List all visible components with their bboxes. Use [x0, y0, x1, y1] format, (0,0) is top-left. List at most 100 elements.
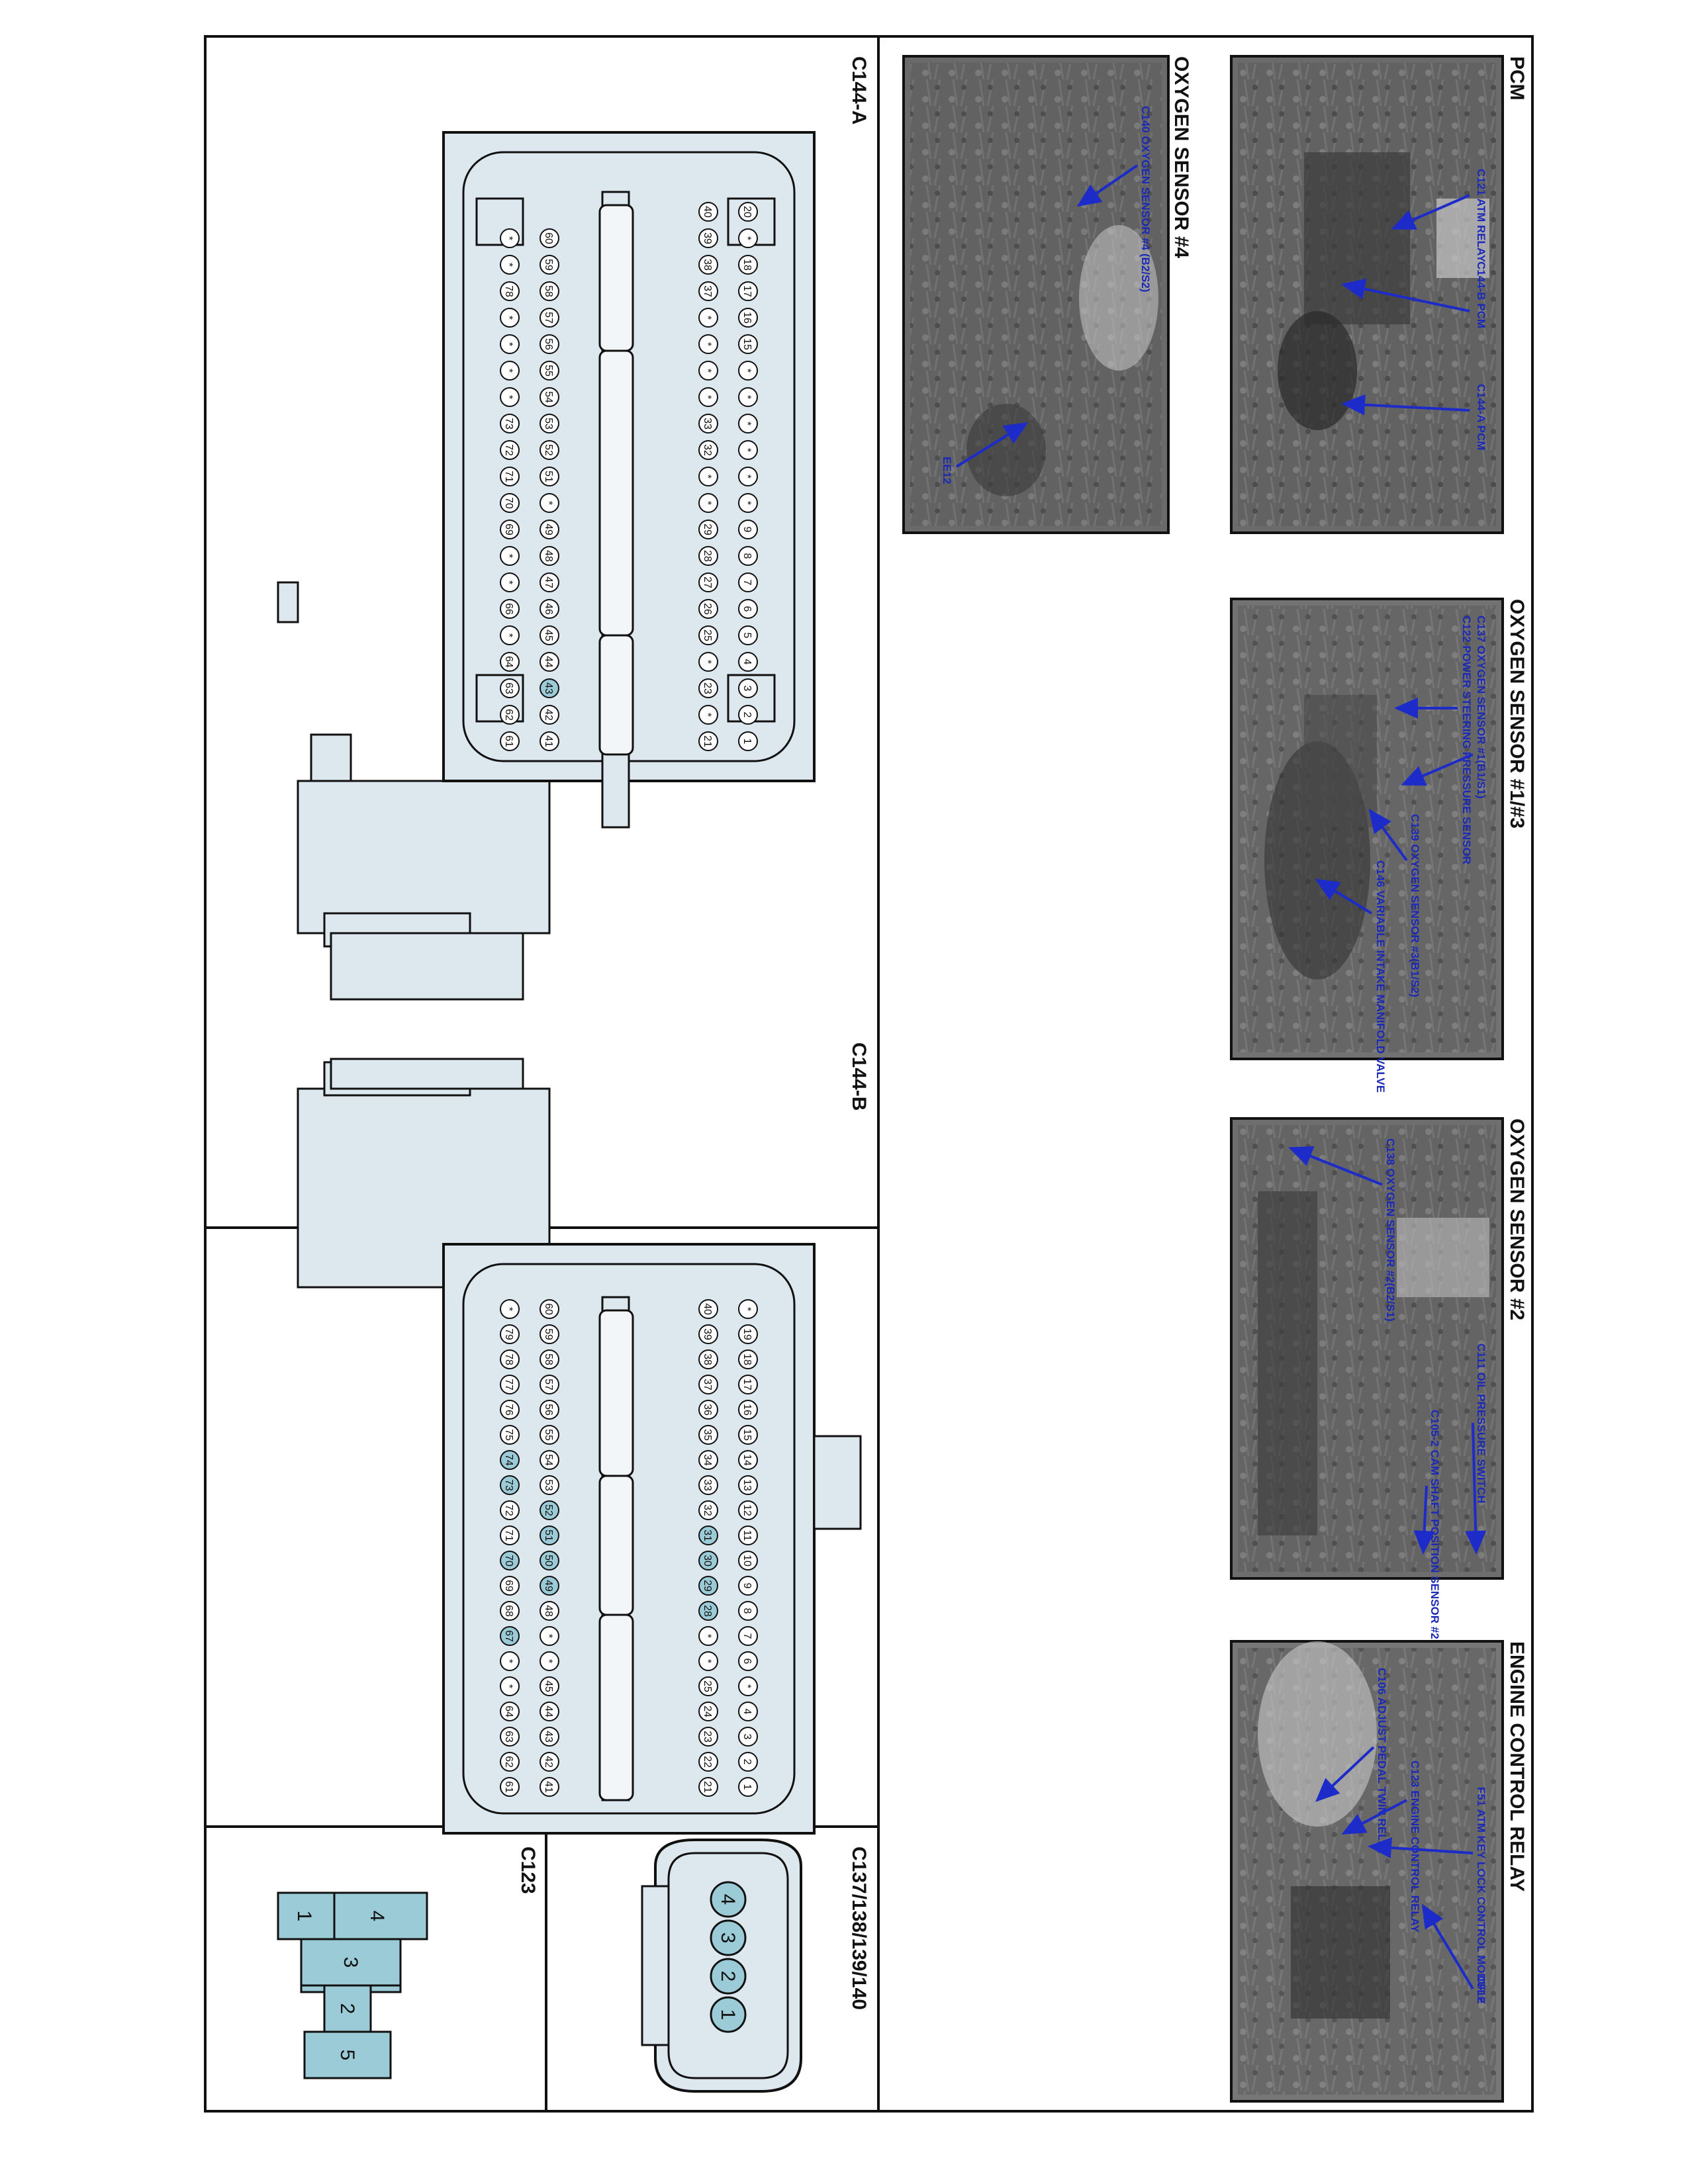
c144b-pin-0-17	[738, 1727, 758, 1747]
page-frame	[204, 35, 1534, 2113]
c144b-pin-label-2-9: 51	[543, 1529, 554, 1541]
connector-c144a: C144-A 20*18171615******9876543214039383…	[277, 56, 870, 1001]
c144b-pin-label-1-8: 32	[702, 1504, 713, 1516]
arrow-c105-2	[1413, 1485, 1435, 1555]
c144b-pin-label-1-18: 22	[702, 1756, 713, 1768]
callout-c146: C146 VARIABLE INTAKE MANIFOLD VALVE	[1374, 860, 1387, 1093]
c144a-pin-label-0-10: *	[741, 475, 753, 478]
c144a-pin-2-16	[539, 652, 559, 672]
c144b-pin-2-7	[539, 1475, 559, 1495]
c144a-pin-3-0	[500, 228, 520, 248]
c144b-pin-0-13	[738, 1626, 758, 1646]
c144a-pin-0-20	[738, 731, 758, 751]
c144b-pin-label-1-17: 23	[702, 1731, 713, 1743]
c144a-pin-label-3-3: *	[503, 316, 514, 320]
photo-panel-engine-control-relay: ENGINE CONTROL RELAY F51 ATM KEY LOCK CO…	[1230, 1640, 1528, 2103]
c144b-pin-label-0-11: 9	[741, 1583, 753, 1589]
c144a-pin-label-1-12: 29	[702, 523, 713, 535]
c144b-pin-3-17	[500, 1727, 520, 1747]
arrow-c121	[1391, 194, 1470, 230]
c144b-pin-label-0-5: 15	[741, 1429, 753, 1441]
c144b-pin-label-0-4: 16	[741, 1404, 753, 1416]
c144a-pin-2-14	[539, 599, 559, 619]
c144b-pin-label-0-0: *	[741, 1307, 753, 1311]
photo-panel-oxygen-sensor-2: OXYGEN SENSOR #2 C138 OXYGEN SENSOR #2(B…	[1230, 1117, 1528, 1639]
c144b-pin-0-0	[738, 1299, 758, 1319]
c144a-pin-label-2-15: 45	[543, 629, 554, 641]
arrow-c106	[1315, 1746, 1375, 1802]
c144b-pin-1-7	[698, 1475, 718, 1495]
c144a-pin-1-6	[698, 361, 718, 381]
c123-pin-2: 2	[336, 2003, 358, 2015]
c144b-pin-0-3	[738, 1375, 758, 1394]
c144a-pin-0-3	[738, 281, 758, 301]
c144a-pin-label-2-5: 55	[543, 365, 554, 377]
c144b-pin-1-12	[698, 1601, 718, 1621]
c144b-pin-0-1	[738, 1324, 758, 1344]
c144b-pin-1-5	[698, 1425, 718, 1445]
c144b-pin-3-14	[500, 1651, 520, 1671]
c144a-pin-label-0-14: 7	[741, 580, 753, 586]
c144b-pin-2-3	[539, 1375, 559, 1394]
arrow-c111	[1465, 1422, 1487, 1555]
c144a-pin-label-0-9: *	[741, 448, 753, 452]
c144a-pin-0-1	[738, 228, 758, 248]
c144b-pin-0-12	[738, 1601, 758, 1621]
c144b-pin-0-16	[738, 1702, 758, 1721]
c144b-pin-label-0-3: 17	[741, 1379, 753, 1390]
c144b-pin-label-1-9: 31	[702, 1529, 713, 1541]
c144a-pin-1-8	[698, 414, 718, 433]
c144b-pin-label-1-5: 35	[702, 1429, 713, 1441]
c144a-pin-label-0-8: *	[741, 422, 753, 426]
c144b-pin-1-13	[698, 1626, 718, 1646]
c144b-pin-1-3	[698, 1375, 718, 1394]
c144a-pin-label-1-15: 26	[702, 603, 713, 615]
c144a-pin-3-14	[500, 599, 520, 619]
c144a-pin-0-14	[738, 572, 758, 592]
c144a-pin-1-15	[698, 599, 718, 619]
c144b-pin-label-1-2: 38	[702, 1353, 713, 1365]
c144a-pin-0-18	[738, 678, 758, 698]
c137-pin-1	[710, 1919, 747, 1956]
c144b-pin-label-2-18: 42	[543, 1756, 554, 1768]
c144b-pin-label-3-8: 72	[503, 1504, 514, 1516]
c123-pin-1: 1	[293, 1911, 315, 1922]
c144a-pin-2-19	[539, 731, 559, 751]
c144a-pin-2-13	[539, 572, 559, 592]
c144b-pin-3-1	[500, 1324, 520, 1344]
c144a-pin-0-11	[738, 493, 758, 513]
c144a-pin-label-1-6: *	[702, 369, 713, 373]
c144a-pin-label-1-20: 21	[702, 735, 713, 747]
c144b-pin-label-2-7: 53	[543, 1479, 554, 1491]
c144a-pin-0-5	[738, 334, 758, 354]
c144a-pin-2-12	[539, 546, 559, 566]
c144a-pin-0-9	[738, 440, 758, 460]
connector-c123: C123 4 1 3 5 2	[277, 1846, 539, 2079]
c144b-pin-label-2-17: 43	[543, 1731, 554, 1743]
c144b-pin-0-18	[738, 1752, 758, 1772]
c144a-pin-1-11	[698, 493, 718, 513]
c144a-pin-label-0-5: 15	[741, 338, 753, 350]
c144b-pin-2-0	[539, 1299, 559, 1319]
c144a-pin-2-5	[539, 361, 559, 381]
c144b-pin-2-1	[539, 1324, 559, 1344]
c144b-pin-label-2-12: 48	[543, 1605, 554, 1617]
c144a-pin-label-0-16: 5	[741, 633, 753, 639]
c144b-pin-label-2-8: 52	[543, 1504, 554, 1516]
c144b-pin-label-1-12: 28	[702, 1605, 713, 1617]
c144b-pin-2-13	[539, 1626, 559, 1646]
c144b-pin-label-3-5: 75	[503, 1429, 514, 1441]
c144a-pin-0-17	[738, 652, 758, 672]
c144a-pin-label-0-11: *	[741, 501, 753, 505]
callout-c106: C106 ADJUST PEDAL TWIN RELAY	[1376, 1668, 1388, 1856]
c144a-pin-3-1	[500, 255, 520, 275]
photo-title-pcm: PCM	[1506, 56, 1528, 101]
c144a-pin-0-16	[738, 625, 758, 645]
c144a-pin-1-17	[698, 652, 718, 672]
c144a-pin-label-3-19: 61	[503, 735, 514, 747]
c144a-pin-label-2-8: 52	[543, 444, 554, 456]
c144b-pin-label-1-10: 30	[702, 1555, 713, 1567]
c144a-pin-label-2-19: 41	[543, 735, 554, 747]
c144a-pin-label-0-1: *	[741, 236, 753, 240]
